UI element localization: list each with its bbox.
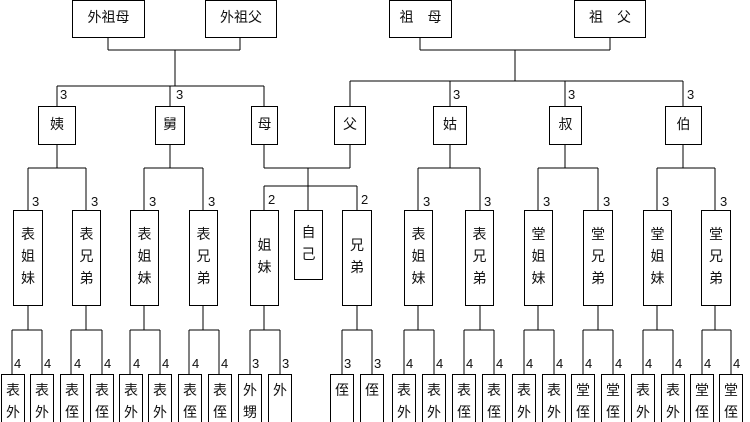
degree-label: 3: [687, 87, 695, 102]
degree-label: 4: [585, 356, 593, 371]
node-gen4: 表外: [661, 374, 685, 422]
node-gen4: 表外: [148, 374, 172, 422]
node-paternal-elder-uncle: 伯: [665, 106, 702, 145]
degree-label: 4: [192, 356, 200, 371]
node-gen4: 堂侄: [601, 374, 625, 422]
degree-label: 3: [484, 194, 492, 209]
degree-label: 3: [374, 356, 382, 371]
degree-label: 3: [453, 87, 461, 102]
degree-label: 3: [208, 194, 216, 209]
degree-label: 4: [615, 356, 623, 371]
node-gen4: 堂侄: [571, 374, 595, 422]
node-brothers: 兄弟: [342, 210, 372, 306]
degree-label: 3: [603, 194, 611, 209]
node-cousin-sisters-1: 表姐妹: [13, 210, 43, 306]
degree-label: 4: [74, 356, 82, 371]
node-gen4: 表外: [392, 374, 416, 422]
node-mother: 母: [251, 106, 278, 145]
node-cousin-brothers-3: 表兄弟: [465, 210, 494, 306]
node-cousin-sisters-2: 表姐妹: [130, 210, 159, 306]
node-paternal-cousin-brothers-2: 堂兄弟: [701, 210, 731, 306]
node-gen4: 表外: [542, 374, 566, 422]
node-gen4: 侄: [360, 374, 384, 422]
node-gen4: 表外: [512, 374, 536, 422]
degree-label: 4: [436, 356, 444, 371]
degree-label: 3: [176, 87, 184, 102]
degree-label: 3: [60, 87, 68, 102]
degree-label: 4: [104, 356, 112, 371]
degree-label: 4: [221, 356, 229, 371]
degree-label: 3: [344, 356, 352, 371]
degree-label: 3: [91, 194, 99, 209]
node-cousin-brothers-2: 表兄弟: [189, 210, 218, 306]
degree-label: 2: [268, 192, 276, 207]
degree-label: 3: [662, 194, 670, 209]
degree-label: 3: [149, 194, 157, 209]
degree-label: 4: [526, 356, 534, 371]
degree-label: 4: [675, 356, 683, 371]
node-gen4: 表侄: [208, 374, 232, 422]
node-paternal-cousin-sisters-1: 堂姐妹: [524, 210, 553, 306]
degree-label: 4: [406, 356, 414, 371]
node-self: 自己: [294, 210, 323, 280]
degree-label: 2: [361, 192, 369, 207]
node-gen4: 表侄: [482, 374, 506, 422]
node-paternal-cousin-sisters-2: 堂姐妹: [643, 210, 672, 306]
node-gen4: 表外: [422, 374, 446, 422]
node-cousin-brothers-1: 表兄弟: [72, 210, 101, 306]
degree-label: 3: [543, 194, 551, 209]
node-gen4: 表外: [30, 374, 54, 422]
node-gen4: 堂侄: [690, 374, 714, 422]
node-gen4: 表侄: [178, 374, 202, 422]
degree-label: 4: [466, 356, 474, 371]
degree-label: 4: [496, 356, 504, 371]
node-gen4: 表侄: [452, 374, 476, 422]
node-gen4: 表侄: [90, 374, 114, 422]
degree-label: 3: [423, 194, 431, 209]
degree-label: 4: [133, 356, 141, 371]
node-father: 父: [334, 106, 366, 145]
node-maternal-grandfather: 外祖父: [205, 0, 277, 38]
degree-label: 4: [14, 356, 22, 371]
node-gen4: 外甥: [238, 374, 262, 422]
node-gen4: 表侄: [60, 374, 84, 422]
node-paternal-younger-uncle: 叔: [549, 106, 582, 145]
node-gen4: 表外: [631, 374, 655, 422]
node-gen4: 表外: [119, 374, 143, 422]
degree-label: 4: [704, 356, 712, 371]
degree-label: 4: [645, 356, 653, 371]
node-paternal-cousin-brothers-1: 堂兄弟: [583, 210, 613, 306]
node-gen4: 表外: [1, 374, 25, 422]
degree-label: 3: [568, 87, 576, 102]
degree-label: 4: [162, 356, 170, 371]
node-cousin-sisters-3: 表姐妹: [404, 210, 433, 306]
node-maternal-uncle: 舅: [155, 106, 185, 145]
node-paternal-aunt: 姑: [433, 106, 467, 145]
degree-label: 3: [720, 194, 728, 209]
degree-label: 4: [733, 356, 741, 371]
degree-label: 3: [252, 356, 260, 371]
node-paternal-grandmother: 祖 母: [389, 0, 452, 38]
node-paternal-grandfather: 祖 父: [574, 0, 646, 38]
node-maternal-grandmother: 外祖母: [72, 0, 145, 38]
node-gen4: 堂侄: [719, 374, 743, 422]
degree-label: 3: [32, 194, 40, 209]
node-gen4: 外: [268, 374, 292, 422]
degree-label: 4: [44, 356, 52, 371]
degree-label: 3: [282, 356, 290, 371]
degree-label: 4: [556, 356, 564, 371]
node-sisters: 姐妹: [250, 210, 279, 306]
node-gen4: 侄: [330, 374, 354, 422]
node-maternal-aunt: 姨: [38, 106, 76, 145]
